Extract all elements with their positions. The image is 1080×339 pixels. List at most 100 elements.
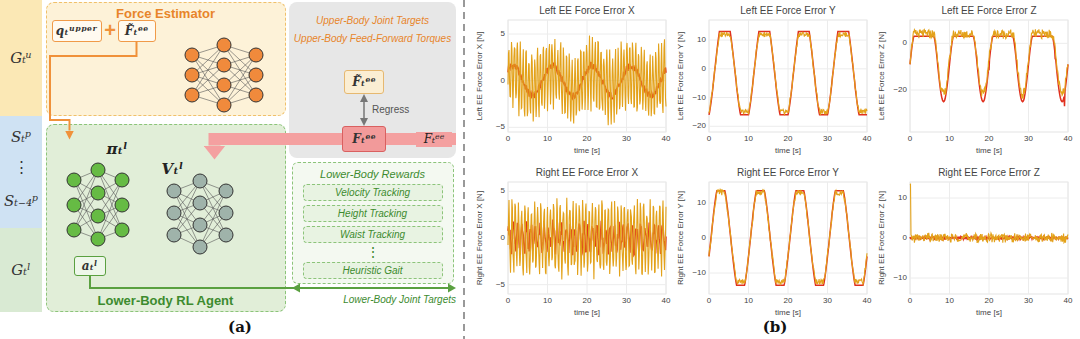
reward-item: Waist Tracking xyxy=(303,226,443,243)
network-link xyxy=(174,181,200,213)
reward-item: Heuristic Gait xyxy=(303,262,443,279)
neuron xyxy=(249,68,263,82)
network-link xyxy=(192,75,224,85)
tick-label: 5 xyxy=(480,185,505,197)
axis-title: Left EE Force Error Z [N] xyxy=(876,20,888,132)
plot-area xyxy=(910,20,1068,132)
neuron xyxy=(193,196,207,210)
node-label: Sₜ₋₄ᵖ xyxy=(0,190,42,212)
grid-line xyxy=(508,284,666,285)
tick-label: −10 xyxy=(882,272,907,284)
node-label: F̃ₜᵉᵉ xyxy=(345,71,383,93)
force-box: Fₜᵉᵉ xyxy=(342,126,386,152)
neuron xyxy=(167,206,181,220)
input-box: F̃ₜᵉᵉ xyxy=(118,20,156,42)
arrow-head xyxy=(448,284,456,293)
neuron xyxy=(219,184,233,198)
measured-curve xyxy=(910,184,1068,243)
network-link xyxy=(200,181,226,235)
node-label: Sₜᵖ xyxy=(0,126,42,148)
tick-label: 20 xyxy=(776,295,800,307)
neuron xyxy=(217,38,231,52)
network-link xyxy=(174,181,200,191)
neuron xyxy=(167,184,181,198)
network-link xyxy=(192,55,224,65)
network-link xyxy=(74,205,98,216)
neuron xyxy=(185,48,199,62)
tick-label: 20 xyxy=(977,295,1001,307)
tick-label: 0 xyxy=(898,295,922,307)
network-link xyxy=(200,203,226,213)
neuron xyxy=(67,198,81,212)
plot-area xyxy=(508,182,666,294)
grid-line xyxy=(547,182,548,294)
network-link xyxy=(200,191,226,247)
grid-line xyxy=(709,20,710,132)
connector xyxy=(50,42,137,131)
line-chart: Left EE Force Error YLeft EE Force Error… xyxy=(675,4,873,158)
grid-line xyxy=(989,182,990,294)
grid-line xyxy=(626,20,627,132)
node-label: Upper-Body Joint Targets xyxy=(291,14,454,28)
reference-curve xyxy=(910,36,1068,106)
line-chart: Right EE Force Error XRight EE Force Err… xyxy=(474,166,672,320)
tick-label: 30 xyxy=(816,133,840,145)
network-link xyxy=(98,170,122,180)
grid-line xyxy=(709,68,867,69)
chart-plot xyxy=(709,182,867,294)
network-link xyxy=(174,203,200,213)
network-link xyxy=(192,65,224,95)
network-link xyxy=(192,55,224,105)
axis-title: time [s] xyxy=(910,307,1068,319)
line-chart: Right EE Force Error ZRight EE Force Err… xyxy=(876,166,1074,320)
chart-title: Right EE Force Error Z xyxy=(910,166,1068,179)
module-box: Force EstimatorqₜᵘᵖᵖᵉʳF̃ₜᵉᵉ xyxy=(46,2,286,116)
panel-label: (b) xyxy=(755,318,795,336)
grid-line xyxy=(910,182,911,294)
grid-line xyxy=(867,20,868,132)
grid-line xyxy=(709,40,867,41)
network-link xyxy=(200,213,226,225)
network-link xyxy=(224,55,256,85)
policy-network: πₜˡ xyxy=(60,140,130,248)
axis-title: time [s] xyxy=(910,145,1068,157)
tick-label: 20 xyxy=(776,133,800,145)
grid-line xyxy=(910,278,1068,279)
network-link xyxy=(200,203,226,235)
network-link xyxy=(200,235,226,247)
network-link xyxy=(224,55,256,65)
network-link xyxy=(98,193,122,205)
input-band: Gₜˡ xyxy=(0,228,42,312)
grid-line xyxy=(709,126,867,127)
neuron xyxy=(91,209,105,223)
neuron xyxy=(249,88,263,102)
ellipsis: ⋮ xyxy=(363,244,383,260)
connector-label: Fₜᵉᵉ xyxy=(416,132,452,147)
chart-title: Right EE Force Error X xyxy=(508,166,666,179)
tick-label: 5 xyxy=(480,28,505,40)
force-band xyxy=(386,133,456,145)
network-link xyxy=(200,191,226,225)
network-link xyxy=(224,95,256,105)
neuron xyxy=(115,223,129,237)
network-link xyxy=(192,45,224,95)
line-chart: Right EE Force Error YRight EE Force Err… xyxy=(675,166,873,320)
axis-title: time [s] xyxy=(508,307,666,319)
tick-label: 40 xyxy=(855,133,879,145)
node-label: Heuristic Gait xyxy=(304,263,442,278)
node-label: ⋮ xyxy=(0,156,42,178)
network-link xyxy=(74,180,98,193)
network-link xyxy=(74,170,98,205)
line-chart: Left EE Force Error XLeft EE Force Error… xyxy=(474,4,672,158)
network-link xyxy=(224,45,256,75)
network-link xyxy=(192,45,224,55)
measured-curve xyxy=(910,29,1068,98)
tick-label: −5 xyxy=(480,121,505,133)
grid-line xyxy=(709,203,867,204)
node-label: Vₜˡ xyxy=(162,160,188,178)
tick-label: 0 xyxy=(882,232,907,244)
node-label: Gₜˡ xyxy=(0,228,42,312)
grid-line xyxy=(788,20,789,132)
grid-line xyxy=(508,80,666,81)
tick-label: 20 xyxy=(977,133,1001,145)
